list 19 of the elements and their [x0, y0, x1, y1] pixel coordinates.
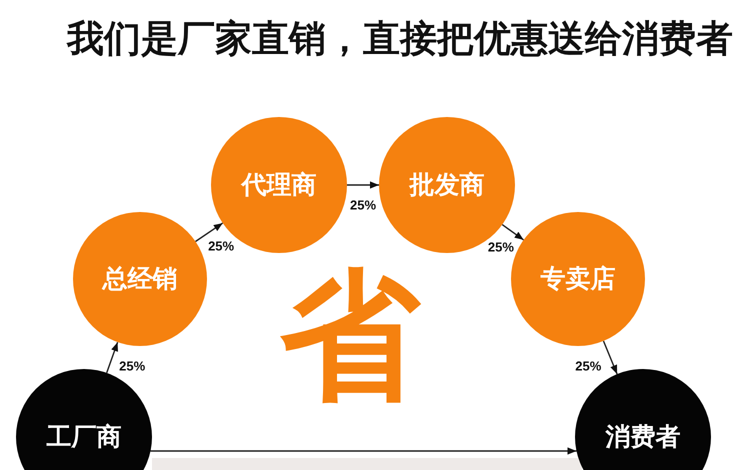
edge-label: 25%	[574, 358, 602, 374]
arrow	[150, 447, 576, 455]
title: 我们是厂家直销，直接把优惠送给消费者	[65, 16, 734, 62]
large-character: 省	[280, 262, 420, 412]
node-label: 工厂商	[46, 422, 122, 452]
arrow	[195, 222, 224, 242]
node-label: 专卖店	[540, 264, 616, 294]
arrow	[347, 181, 379, 189]
node-label: 代理商	[242, 170, 316, 200]
arrow	[602, 340, 618, 374]
node-label: 总经销	[102, 264, 178, 294]
node-label: 批发商	[410, 170, 484, 200]
node-label: 消费者	[606, 422, 680, 452]
edge-label: 25%	[118, 358, 146, 374]
edge-label: 25%	[348, 198, 378, 212]
edge-label: 25%	[486, 240, 515, 255]
edge-label: 25%	[207, 238, 236, 254]
arrow	[502, 224, 524, 240]
arrow	[106, 342, 118, 374]
